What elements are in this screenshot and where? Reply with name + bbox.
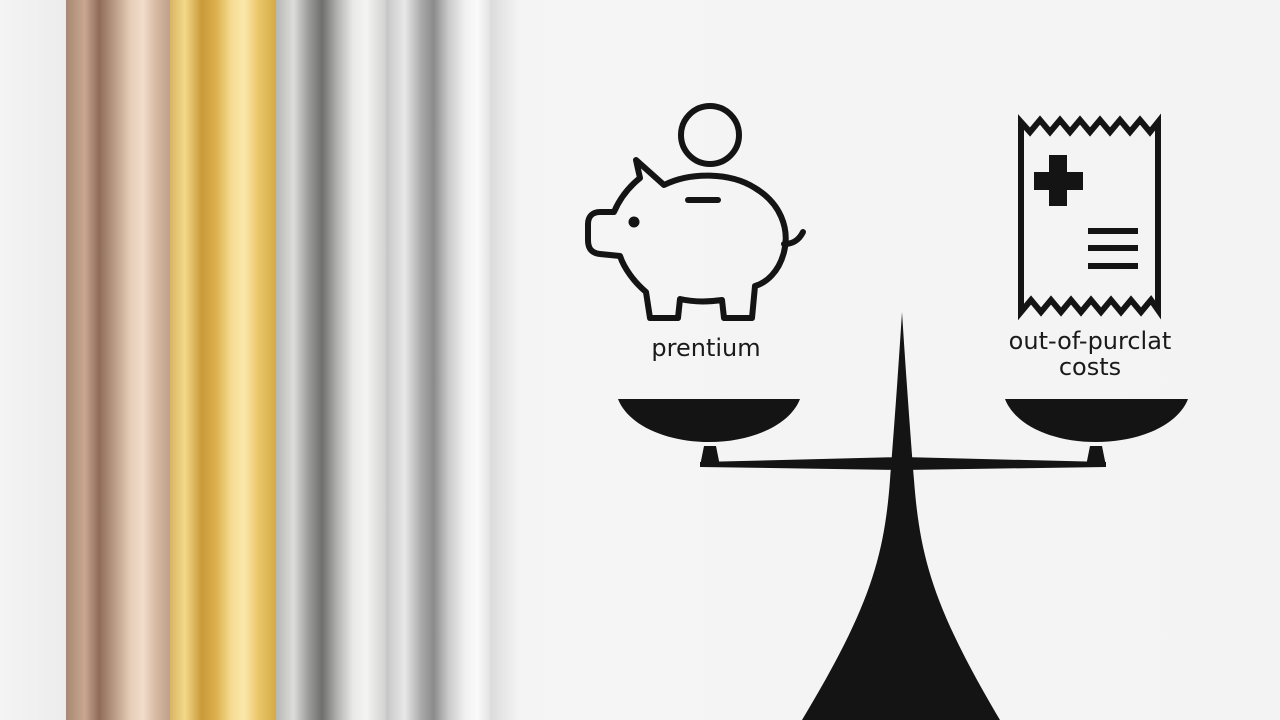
out-of-pocket-label: out-of-purclat costs bbox=[976, 328, 1204, 380]
piggy-bank-icon bbox=[585, 157, 806, 321]
stripe-shadow bbox=[490, 0, 520, 720]
coin-icon bbox=[678, 103, 742, 167]
balance-scale-icon bbox=[618, 312, 1188, 720]
out-of-pocket-label-line2: costs bbox=[1058, 353, 1122, 381]
stripe-bronze bbox=[66, 0, 170, 720]
stripe-silver-dark bbox=[276, 0, 386, 720]
out-of-pocket-label-line1: out-of-purclat bbox=[1008, 327, 1172, 355]
scale-pillar bbox=[802, 312, 1000, 720]
left-scale-pan bbox=[618, 399, 800, 442]
metallic-stripes bbox=[0, 0, 520, 720]
stripe-silver-light bbox=[386, 0, 490, 720]
stripe-edge bbox=[0, 0, 66, 720]
piggy-eye bbox=[628, 216, 640, 228]
medical-cross-icon bbox=[1034, 155, 1083, 206]
medical-bill-icon bbox=[1018, 113, 1161, 321]
right-scale-pan bbox=[1005, 399, 1188, 442]
premium-label: prentium bbox=[651, 334, 761, 362]
stripe-gold bbox=[170, 0, 276, 720]
